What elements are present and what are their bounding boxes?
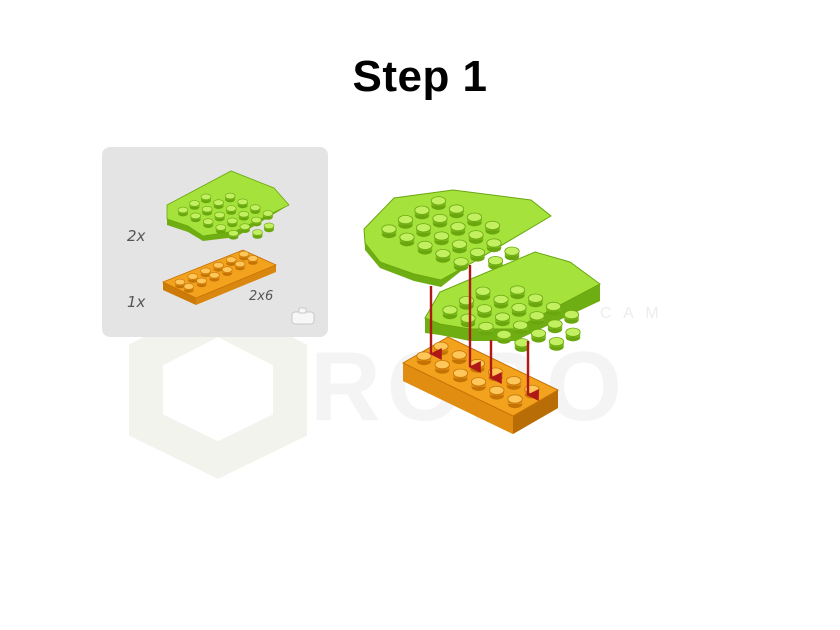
- watermark-sub-text: C A M: [600, 305, 663, 322]
- stud: [224, 192, 236, 203]
- stud: [466, 212, 483, 227]
- stud: [177, 206, 189, 217]
- stud: [227, 217, 238, 228]
- stud: [213, 199, 224, 210]
- stud: [414, 205, 430, 220]
- stud: [238, 250, 250, 261]
- stud: [458, 295, 475, 311]
- stud: [469, 358, 486, 374]
- stud: [430, 196, 447, 211]
- stud: [251, 216, 262, 227]
- stud: [221, 266, 233, 277]
- stud: [174, 278, 186, 289]
- green-wedge-plate-lower: [424, 251, 601, 353]
- stud: [470, 377, 487, 392]
- stud: [189, 200, 200, 211]
- stud: [548, 336, 565, 352]
- stud: [509, 285, 526, 300]
- stud: [215, 224, 227, 235]
- camera-icon: [291, 307, 315, 325]
- watermark-hexagon-icon: [129, 298, 307, 479]
- part-green-wedge-plate: [166, 170, 290, 241]
- stud: [475, 286, 491, 301]
- stud: [563, 309, 580, 325]
- stud: [187, 273, 199, 284]
- stud: [476, 304, 493, 319]
- stud: [238, 211, 250, 221]
- stud: [263, 222, 275, 233]
- stud: [545, 301, 562, 317]
- stud: [225, 205, 237, 216]
- parts-panel: 2x 1x 2x6: [102, 147, 328, 337]
- stud: [190, 212, 201, 223]
- stud: [442, 305, 458, 320]
- stud: [250, 204, 261, 215]
- stud: [239, 223, 251, 234]
- stud: [448, 204, 465, 219]
- stud: [453, 257, 469, 272]
- stud: [527, 293, 544, 308]
- stud: [530, 328, 547, 344]
- stud: [486, 238, 502, 253]
- stud: [452, 368, 469, 383]
- stud: [417, 240, 433, 255]
- stud: [397, 215, 414, 230]
- stud: [381, 224, 397, 239]
- stud: [200, 267, 211, 278]
- stud: [228, 230, 239, 240]
- stud: [434, 359, 450, 375]
- stud: [416, 351, 432, 366]
- stud: [237, 198, 248, 209]
- stud: [494, 312, 511, 327]
- stud: [547, 319, 563, 334]
- stud: [460, 313, 476, 328]
- stud: [493, 294, 509, 310]
- stud: [496, 329, 512, 345]
- stud: [225, 256, 237, 267]
- stud: [262, 210, 274, 221]
- stud: [202, 218, 214, 229]
- stud: [469, 247, 486, 263]
- stud: [484, 220, 501, 235]
- stud: [478, 321, 494, 337]
- stud: [565, 327, 581, 342]
- stud: [512, 320, 529, 335]
- stud: [399, 232, 415, 247]
- quantity-label-green: 2x: [127, 227, 146, 245]
- assembly-illustration: [363, 189, 601, 434]
- page-title: Step 1: [352, 52, 488, 101]
- stud: [432, 213, 448, 228]
- stud: [489, 385, 505, 401]
- quantity-label-orange: 1x: [127, 293, 146, 311]
- size-label-orange: 2x6: [249, 289, 273, 304]
- stud: [234, 260, 246, 271]
- stud: [433, 231, 450, 246]
- stud: [468, 230, 484, 245]
- stud: [213, 262, 224, 272]
- stud: [529, 311, 545, 326]
- stud: [247, 255, 259, 266]
- stud: [415, 223, 432, 238]
- stud: [196, 277, 207, 288]
- stud: [214, 211, 225, 222]
- stud: [433, 341, 449, 356]
- stud: [183, 283, 195, 294]
- stud: [507, 394, 523, 409]
- stud: [200, 193, 212, 204]
- stud: [252, 229, 263, 240]
- stud: [451, 350, 467, 365]
- stud: [451, 239, 468, 254]
- stud: [209, 272, 220, 282]
- stud: [506, 376, 522, 391]
- stud: [504, 246, 520, 261]
- green-wedge-plate-upper: [363, 189, 552, 287]
- stud: [435, 249, 451, 264]
- stud: [511, 302, 527, 318]
- part-orange-plate: [162, 249, 278, 305]
- stud: [450, 222, 466, 237]
- stud: [201, 206, 213, 216]
- assembly-arrows: [429, 265, 539, 401]
